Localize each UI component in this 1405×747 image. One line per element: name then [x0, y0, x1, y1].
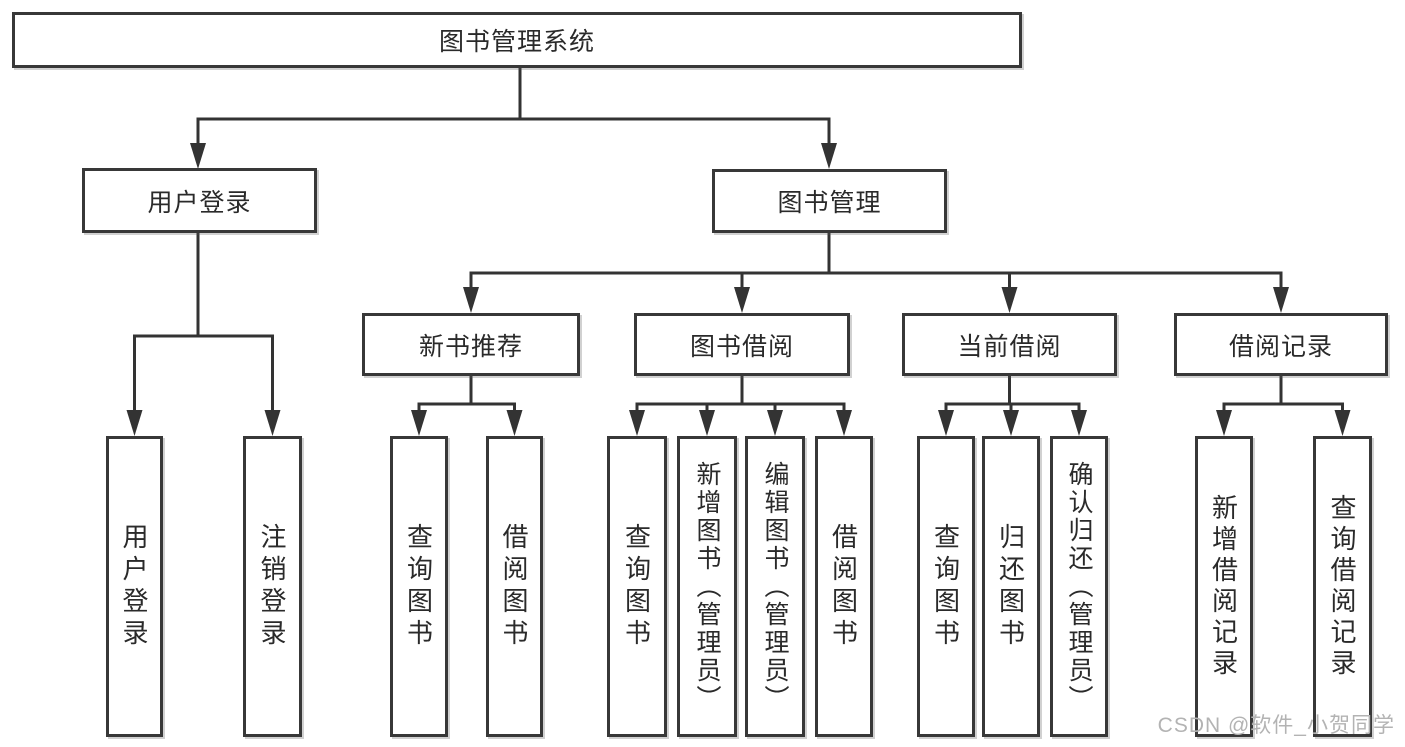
- node-borrow-records-label: 借阅记录: [1228, 332, 1333, 361]
- leaf-edit-book-admin: 编辑图书（管理员）: [745, 436, 805, 737]
- leaf-add-borrow-record: 新增借阅记录: [1195, 436, 1253, 737]
- leaf-borrow-books-recommend-label: 借阅图书: [499, 522, 529, 651]
- leaf-confirm-return-admin-label: 确认归还（管理员）: [1065, 460, 1093, 713]
- leaf-query-books-recommend-label: 查询图书: [403, 522, 434, 651]
- node-new-book-recommend: 新书推荐: [362, 313, 580, 376]
- leaf-query-borrow-record-label: 查询借阅记录: [1327, 493, 1357, 680]
- node-root-label: 图书管理系统: [438, 28, 595, 56]
- leaf-add-borrow-record-label: 新增借阅记录: [1208, 493, 1239, 680]
- connector-book-management-to-level3: [463, 231, 1289, 313]
- node-current-borrow-label: 当前借阅: [957, 332, 1062, 361]
- leaf-query-books-borrow-label: 查询图书: [621, 522, 652, 651]
- leaf-user-login: 用户登录: [106, 436, 163, 737]
- connector-book-borrow-children: [629, 374, 852, 436]
- leaf-query-books-borrow: 查询图书: [607, 436, 667, 737]
- leaf-borrow-books-borrow-label: 借阅图书: [828, 522, 859, 651]
- leaf-query-books-current: 查询图书: [917, 436, 975, 737]
- leaf-borrow-books-borrow: 借阅图书: [815, 436, 873, 737]
- leaf-query-borrow-record: 查询借阅记录: [1313, 436, 1372, 737]
- leaf-return-book-label: 归还图书: [995, 522, 1026, 651]
- connector-root-to-level2: [190, 66, 837, 169]
- leaf-confirm-return-admin: 确认归还（管理员）: [1050, 436, 1108, 737]
- node-new-book-recommend-label: 新书推荐: [418, 332, 523, 361]
- leaf-logout-label: 注销登录: [257, 522, 287, 651]
- node-book-management-label: 图书管理: [777, 189, 882, 217]
- node-user-login-label: 用户登录: [147, 188, 252, 217]
- connector-new-book-children: [411, 374, 523, 436]
- connector-current-borrow-children: [938, 374, 1087, 436]
- node-current-borrow: 当前借阅: [902, 313, 1117, 376]
- leaf-edit-book-admin-label: 编辑图书（管理员）: [761, 460, 789, 713]
- leaf-borrow-books-recommend: 借阅图书: [486, 436, 543, 737]
- leaf-query-books-current-label: 查询图书: [930, 522, 961, 651]
- node-user-login: 用户登录: [82, 168, 317, 233]
- leaf-user-login-label: 用户登录: [119, 522, 149, 651]
- leaf-add-book-admin-label: 新增图书（管理员）: [693, 460, 721, 713]
- node-book-borrow: 图书借阅: [634, 313, 850, 376]
- node-book-borrow-label: 图书借阅: [689, 332, 794, 361]
- leaf-logout: 注销登录: [243, 436, 302, 737]
- node-book-management: 图书管理: [712, 169, 947, 233]
- node-borrow-records: 借阅记录: [1174, 313, 1388, 376]
- node-root: 图书管理系统: [12, 12, 1022, 68]
- leaf-return-book: 归还图书: [982, 436, 1040, 737]
- connector-borrow-records-children: [1216, 374, 1351, 436]
- leaf-query-books-recommend: 查询图书: [390, 436, 448, 737]
- csdn-watermark: CSDN @软件_小贺同学: [1157, 714, 1395, 737]
- leaf-add-book-admin: 新增图书（管理员）: [677, 436, 737, 737]
- connector-user-login-children: [126, 231, 281, 436]
